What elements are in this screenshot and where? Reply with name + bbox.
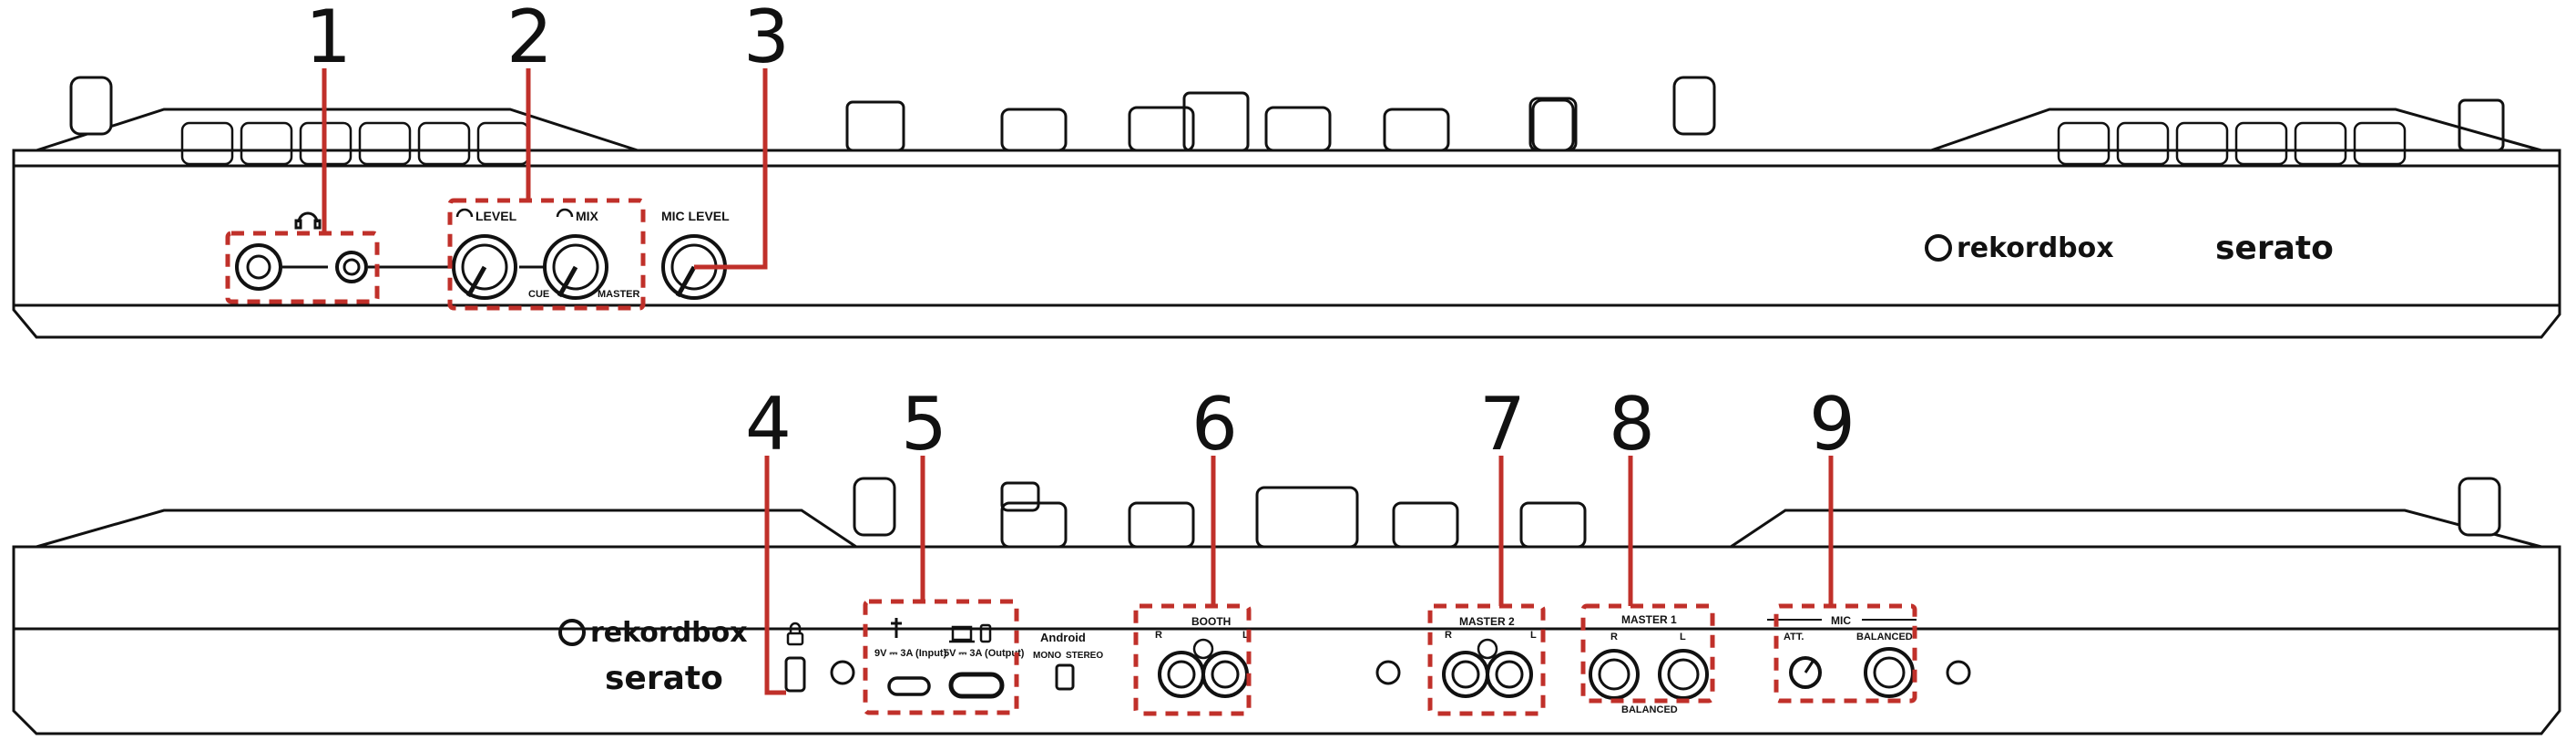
booth-l-label: L — [1242, 630, 1249, 641]
front-pad-grid-left — [180, 121, 530, 166]
front-pad-grid-right — [2057, 121, 2407, 166]
power-spec: 9V ⎓ 3A (Input) — [874, 648, 947, 659]
mono-stereo-toggle[interactable] — [1055, 663, 1075, 691]
headphones-icon — [294, 211, 322, 230]
front-top-knobs — [69, 76, 1716, 152]
usb-c-device-port[interactable] — [948, 672, 1005, 699]
rear-brands: rekordbox serato — [558, 617, 748, 697]
callout-box-1 — [225, 231, 380, 304]
callout-number-9: 9 — [1809, 382, 1855, 467]
mic-label: MIC — [1831, 614, 1851, 627]
android-switch[interactable]: Android MONO STEREO — [1033, 631, 1103, 691]
usb-spec: 5V ⎓ 3A (Output) — [944, 648, 1025, 659]
callout-box-6 — [1133, 603, 1252, 716]
callout-box-5 — [863, 599, 1019, 715]
callout-number-3: 3 — [743, 0, 790, 79]
master1-outputs[interactable]: MASTER 1 R L BALANCED — [1589, 613, 1709, 715]
booth-l-jack[interactable] — [1201, 651, 1249, 698]
callout-number-4: 4 — [745, 382, 792, 467]
rear-panel: rekordbox serato 9V ⎓ 3A (Input) 5V ⎓ 3A — [12, 477, 2561, 735]
master2-outputs[interactable]: MASTER 2 R L — [1442, 615, 1537, 698]
headphone-jack-large[interactable] — [235, 243, 282, 291]
master2-l-jack[interactable] — [1486, 651, 1533, 698]
screw-icon — [830, 660, 855, 685]
headphones-icon — [556, 208, 574, 218]
callout-number-5: 5 — [901, 382, 947, 467]
callout-box-2 — [447, 198, 646, 311]
rear-top-knobs — [853, 477, 2501, 537]
callout-number-6: 6 — [1191, 382, 1238, 467]
master1-label: MASTER 1 — [1621, 613, 1677, 626]
headphone-jack-small[interactable] — [335, 251, 368, 283]
callout-number-8: 8 — [1609, 382, 1655, 467]
mono-label: MONO — [1033, 651, 1061, 661]
mic-inputs[interactable]: MIC ATT. BALANCED — [1767, 614, 1917, 698]
headphone-level-mix[interactable]: LEVEL MIX CUE MASTER — [452, 208, 640, 300]
master2-r-jack[interactable] — [1442, 651, 1489, 698]
callout-layer: 1 2 3 4 5 6 7 8 9 — [225, 0, 1917, 716]
booth-r-jack[interactable] — [1158, 651, 1205, 698]
mic-balanced-label: BALANCED — [1856, 632, 1913, 642]
master1-balanced-label: BALANCED — [1621, 704, 1678, 715]
att-label: ATT. — [1784, 632, 1804, 642]
security-slot-opening[interactable] — [784, 656, 806, 693]
master1-r-label: R — [1610, 632, 1618, 642]
rekordbox-logo-icon — [1925, 234, 1952, 262]
cue-label: CUE — [528, 289, 549, 300]
mic-balanced-jack[interactable] — [1864, 647, 1915, 698]
screw-icon — [1375, 660, 1401, 685]
power-usb-ports[interactable]: 9V ⎓ 3A (Input) 5V ⎓ 3A (Output) — [874, 618, 1025, 699]
callout-number-7: 7 — [1479, 382, 1526, 467]
mic-att-knob[interactable] — [1789, 656, 1822, 689]
rear-face — [12, 545, 2561, 735]
master2-r-label: R — [1445, 630, 1452, 641]
callout-box-7 — [1427, 603, 1546, 716]
callout-box-9 — [1774, 603, 1917, 704]
rear-top-deck — [36, 481, 2542, 549]
lock-icon — [786, 622, 804, 646]
master1-l-label: L — [1680, 632, 1686, 642]
booth-outputs[interactable]: BOOTH R L — [1155, 615, 1249, 698]
front-brand-serato: serato — [2215, 230, 2334, 267]
headphones-icon — [455, 208, 474, 218]
usb-c-power-port[interactable] — [887, 676, 931, 696]
front-brands: rekordbox serato — [1925, 230, 2334, 267]
master1-l-jack[interactable] — [1658, 649, 1709, 700]
mic-level-label: MIC LEVEL — [661, 209, 730, 223]
android-label: Android — [1040, 631, 1086, 644]
security-slot[interactable] — [784, 622, 855, 693]
screw-icon — [1946, 660, 1971, 685]
front-face — [12, 149, 2561, 339]
mic-level[interactable]: MIC LEVEL — [661, 209, 730, 300]
callout-number-2: 2 — [506, 0, 553, 79]
level-label: LEVEL — [475, 209, 517, 223]
laptop-icon — [949, 623, 992, 643]
master1-r-jack[interactable] — [1589, 649, 1640, 700]
front-panel: LEVEL MIX CUE MASTER MIC LEVEL rekord — [12, 76, 2561, 339]
callout-line-3 — [694, 68, 768, 270]
rear-brand-rekordbox: rekordbox — [590, 617, 748, 649]
rear-brand-serato: serato — [605, 660, 723, 697]
rekordbox-logo-icon — [558, 619, 586, 646]
callout-line-4 — [764, 456, 786, 695]
stereo-label: STEREO — [1066, 651, 1103, 661]
master2-label: MASTER 2 — [1459, 615, 1515, 628]
mix-label: MIX — [576, 209, 599, 223]
front-top-deck — [36, 91, 2542, 152]
headphone-jacks[interactable] — [235, 211, 455, 291]
master-label: MASTER — [598, 289, 640, 300]
master2-l-label: L — [1530, 630, 1537, 641]
booth-r-label: R — [1155, 630, 1162, 641]
power-plug-icon — [891, 618, 902, 638]
front-brand-rekordbox: rekordbox — [1957, 232, 2114, 264]
booth-label: BOOTH — [1191, 615, 1231, 628]
callout-number-1: 1 — [305, 0, 352, 79]
